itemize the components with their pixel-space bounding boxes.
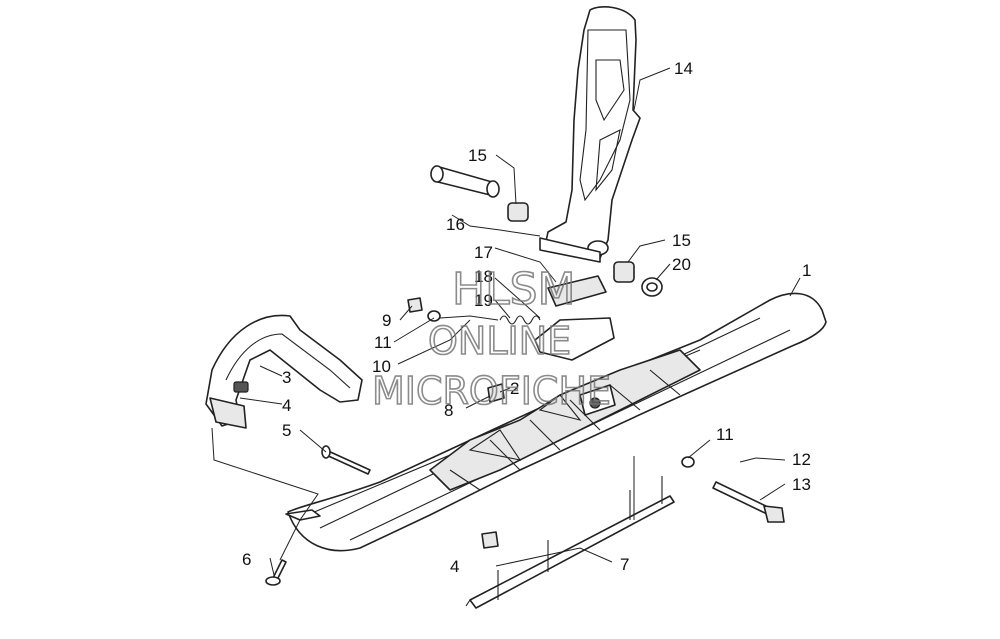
watermark: HLSM ONLINE MICROFICHE	[371, 263, 612, 414]
label-17: 17	[474, 243, 493, 262]
leader-lines	[211, 67, 801, 576]
label-5: 5	[282, 421, 291, 440]
ski-body	[285, 292, 827, 552]
label-15-right: 15	[672, 231, 691, 250]
bushing-sleeve-group	[430, 165, 663, 297]
watermark-line2: ONLINE	[428, 319, 571, 363]
label-11-left: 11	[374, 333, 392, 352]
watermark-line1: HLSM	[452, 264, 576, 315]
label-6: 6	[242, 550, 251, 569]
part-labels: 1 2 3 4 4 5 6 7 8 9 10 11 11 12 13 14 15…	[242, 59, 811, 576]
fasteners	[265, 297, 785, 586]
label-10: 10	[372, 357, 391, 376]
label-14: 14	[674, 59, 693, 78]
label-4-bumper: 4	[450, 557, 459, 576]
label-4-handle: 4	[282, 396, 291, 415]
watermark-line3: MICROFICHE	[372, 369, 611, 413]
label-16: 16	[446, 215, 465, 234]
label-3: 3	[282, 368, 291, 387]
label-13: 13	[792, 475, 811, 494]
label-19: 19	[474, 291, 493, 310]
label-1: 1	[802, 261, 811, 280]
label-11-right: 11	[716, 425, 734, 444]
label-8: 8	[444, 401, 453, 420]
ski-handle	[205, 314, 363, 429]
spindle	[539, 6, 641, 263]
label-2: 2	[510, 379, 519, 398]
label-12: 12	[792, 450, 811, 469]
label-18: 18	[474, 267, 493, 286]
wear-bar	[465, 476, 675, 609]
label-20: 20	[672, 255, 691, 274]
label-7: 7	[620, 555, 629, 574]
label-9: 9	[382, 311, 391, 330]
spring-stopper-group	[439, 275, 615, 361]
label-15-top: 15	[468, 146, 487, 165]
